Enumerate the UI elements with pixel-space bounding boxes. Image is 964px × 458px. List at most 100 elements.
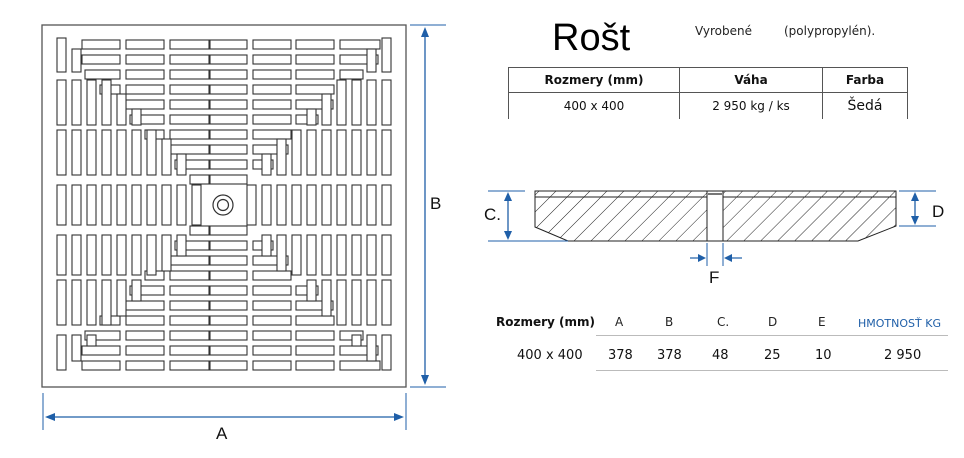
label-a: A	[216, 424, 228, 443]
grate-slot	[84, 69, 121, 80]
grate-slot	[71, 234, 82, 276]
grate-slot	[125, 69, 165, 80]
grate-slot	[209, 174, 248, 185]
grate-slot	[129, 285, 165, 296]
grate-slot	[56, 129, 67, 176]
grate-slot	[129, 114, 165, 125]
grate-slot	[161, 138, 172, 176]
grate-slot	[161, 234, 172, 272]
grate-slot	[295, 39, 335, 50]
grate-slot	[252, 360, 292, 371]
grate-slot	[295, 330, 335, 341]
dims-cell-b: 378	[657, 348, 682, 363]
grate-slot	[351, 79, 362, 126]
dims-header-b: B	[665, 315, 674, 329]
grate-slot	[381, 184, 392, 226]
grate-slot	[101, 184, 112, 226]
grate-slot	[169, 84, 210, 95]
grate-slot	[209, 300, 248, 311]
grate-slot	[131, 108, 142, 126]
grate-slot	[101, 79, 112, 126]
dims-cell-a: 378	[608, 348, 633, 363]
grate-slot	[71, 129, 82, 176]
grate-slot	[81, 345, 121, 356]
grate-slot	[366, 184, 377, 226]
cell-weight: 2 950 kg / ks	[679, 92, 823, 119]
grate-slot	[381, 234, 392, 276]
dims-cell-c: 48	[712, 348, 729, 363]
grate-slot	[306, 184, 317, 226]
grate-slot	[261, 234, 272, 257]
grate-slot	[86, 334, 97, 347]
grate-slot	[209, 315, 248, 326]
grate-slot	[86, 234, 97, 276]
grate-slot	[169, 330, 210, 341]
grate-slot	[101, 279, 112, 326]
grate-slot	[321, 93, 332, 126]
grate-slot	[56, 279, 67, 326]
grate-slot	[116, 279, 127, 317]
grate-slot	[169, 285, 210, 296]
made-of-label: Vyrobené	[695, 24, 752, 38]
grate-slot	[295, 54, 335, 65]
col-dimensions: Rozmery (mm)	[508, 67, 680, 93]
table-row: 400 x 400 2 950 kg / ks Šedá	[508, 92, 908, 119]
grate-slot	[339, 69, 364, 80]
grate-slot	[276, 234, 287, 272]
grate-slot	[366, 234, 377, 276]
grate-slot	[116, 234, 127, 276]
label-b: B	[430, 194, 442, 213]
grate-slots	[56, 37, 392, 371]
dimension-c	[488, 190, 568, 242]
grate-slot	[209, 360, 248, 371]
grate-slot	[56, 79, 67, 126]
grate-slot	[366, 79, 377, 126]
grate-slot	[252, 114, 292, 125]
grate-slot	[169, 54, 210, 65]
grate-slot	[252, 330, 292, 341]
grate-slot	[86, 184, 97, 226]
grate-slot	[209, 240, 248, 251]
grate-slot	[291, 184, 302, 226]
grate-slot	[366, 334, 377, 362]
grate-slot	[189, 225, 210, 236]
grate-slot	[252, 129, 292, 140]
dimension-b	[410, 24, 446, 388]
grate-slot	[209, 69, 248, 80]
grate-slot	[116, 184, 127, 226]
grate-slot	[125, 345, 165, 356]
grate-slot	[209, 255, 248, 266]
grate-slot	[209, 159, 248, 170]
section-view	[534, 190, 897, 242]
grate-slot	[252, 270, 292, 281]
dimension-a	[42, 393, 407, 430]
grate-slot	[86, 129, 97, 176]
dims-divider	[596, 335, 948, 336]
dims-cell-weight: 2 950	[884, 348, 922, 363]
spec-table-header: Rozmery (mm) Váha Farba	[508, 67, 908, 93]
grate-slot	[169, 39, 210, 50]
grate-slot	[351, 279, 362, 326]
grate-slot	[209, 285, 248, 296]
dims-header-d: D	[768, 315, 778, 329]
grate-slot	[291, 234, 302, 276]
grate-slot	[125, 300, 165, 311]
grate-slot	[295, 84, 335, 95]
grate-slot	[295, 345, 335, 356]
grate-slot	[209, 129, 248, 140]
col-color: Farba	[822, 67, 908, 93]
grate-slot	[125, 360, 165, 371]
dims-cell-e: 10	[815, 348, 832, 363]
cell-dimensions: 400 x 400	[508, 92, 680, 119]
grate-slot	[321, 279, 332, 317]
dims-cell-size: 400 x 400	[517, 348, 583, 363]
grate-slot	[71, 184, 82, 226]
grate-slot	[252, 300, 292, 311]
grate-slot	[246, 184, 257, 226]
grate-slot	[146, 184, 157, 226]
grate-slot	[306, 234, 317, 276]
grate-slot	[169, 255, 210, 266]
grate-slot	[306, 108, 317, 126]
grate-slot	[261, 153, 272, 176]
